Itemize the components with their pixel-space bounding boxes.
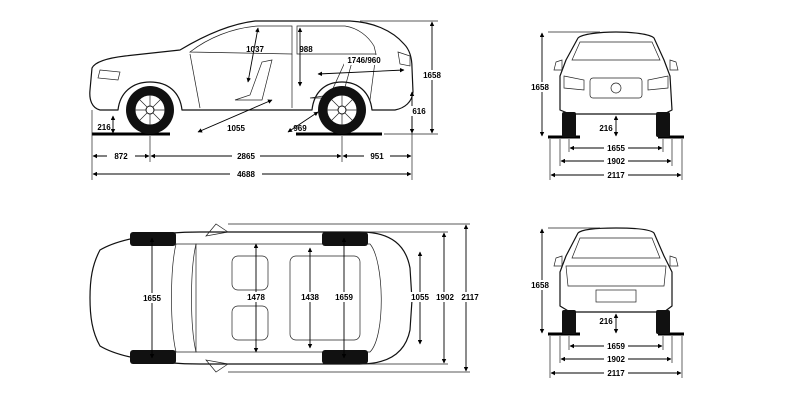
top-view: 1655 1478 1438 1659 1055 1902 2117 xyxy=(89,223,482,373)
top-body-outline xyxy=(89,231,413,365)
rear-window xyxy=(571,237,661,259)
front-body-outline xyxy=(559,31,673,115)
side-wheelbase-label: 2865 xyxy=(237,152,255,161)
side-taillight xyxy=(397,51,411,67)
front-left-tyre xyxy=(562,112,576,137)
front-headlights xyxy=(563,75,669,91)
front-width-label: 1902 xyxy=(607,157,625,166)
front-height-label: 1658 xyxy=(531,83,549,92)
rear-width-label: 1902 xyxy=(607,355,625,364)
front-right-tyre xyxy=(656,112,670,137)
side-front-legroom-line xyxy=(197,99,273,133)
side-total-length-label: 4688 xyxy=(237,170,255,179)
top-front-right-tyre xyxy=(130,350,176,364)
rear-track-label: 1659 xyxy=(607,342,625,351)
top-front-left-tyre xyxy=(130,232,176,246)
side-rear-wheel xyxy=(318,86,366,134)
side-front-legroom-label: 1055 xyxy=(227,124,245,133)
side-ground-clearance-label: 216 xyxy=(97,123,111,132)
side-height-label: 1658 xyxy=(423,71,441,80)
top-mirror-width-label: 2117 xyxy=(461,293,479,302)
side-boot-length-line xyxy=(317,67,405,77)
rear-height-label: 1658 xyxy=(531,281,549,290)
top-roof xyxy=(195,243,382,353)
front-view: 1658 216 1655 1902 2117 xyxy=(528,31,684,180)
rear-mirror-width-label: 2117 xyxy=(607,369,625,378)
top-front-seat-left xyxy=(231,255,269,291)
side-front-seat xyxy=(234,59,273,101)
front-mirror-width-label: 2117 xyxy=(607,171,625,180)
front-windshield xyxy=(571,41,661,61)
rear-right-tyre xyxy=(656,310,670,334)
top-rear-left-tyre xyxy=(322,232,368,246)
top-rear-bench xyxy=(289,255,361,341)
top-rear-shoulder-label: 1438 xyxy=(301,293,319,302)
top-windshield xyxy=(171,243,197,353)
side-rear-legroom-line xyxy=(287,111,319,133)
side-rear-overhang-label: 951 xyxy=(370,152,384,161)
side-boot-length-label: 1746/960 xyxy=(347,56,381,65)
rear-plate xyxy=(595,289,637,303)
front-mirrors xyxy=(553,59,679,71)
side-windows xyxy=(189,25,377,55)
side-door-line-a xyxy=(189,53,201,109)
rear-left-tyre xyxy=(562,310,576,334)
top-front-shoulder-label: 1478 xyxy=(247,293,265,302)
side-front-headroom-label: 1037 xyxy=(246,45,264,54)
side-rear-legroom-label: 969 xyxy=(293,124,307,133)
rear-body-outline xyxy=(559,227,673,313)
front-ground-clearance-label: 216 xyxy=(599,124,613,133)
rear-view: 1658 216 1659 1902 2117 xyxy=(528,227,684,378)
top-cargo-width-label: 1055 xyxy=(411,293,429,302)
rear-ground-clearance-label: 216 xyxy=(599,317,613,326)
top-front-track-label: 1655 xyxy=(143,294,161,303)
side-view: 872 2865 951 4688 1658 616 216 1037 988 … xyxy=(89,20,443,180)
front-grille xyxy=(589,77,643,99)
top-front-seat-right xyxy=(231,305,269,341)
rear-taillight-bar xyxy=(565,265,667,287)
top-width-label: 1902 xyxy=(436,293,454,302)
top-rear-right-tyre xyxy=(322,350,368,364)
side-body-outline xyxy=(89,20,414,111)
side-headlight xyxy=(97,69,121,81)
front-track-label: 1655 xyxy=(607,144,625,153)
side-front-overhang-label: 872 xyxy=(114,152,128,161)
side-rear-headroom-label: 988 xyxy=(299,45,313,54)
side-front-headroom-line xyxy=(246,27,260,83)
top-rear-track-label: 1659 xyxy=(335,293,353,302)
side-loading-height-label: 616 xyxy=(412,107,426,116)
side-front-wheel xyxy=(126,86,174,134)
top-mirrors xyxy=(205,223,229,373)
rear-mirrors xyxy=(553,255,679,267)
front-logo xyxy=(610,82,622,94)
